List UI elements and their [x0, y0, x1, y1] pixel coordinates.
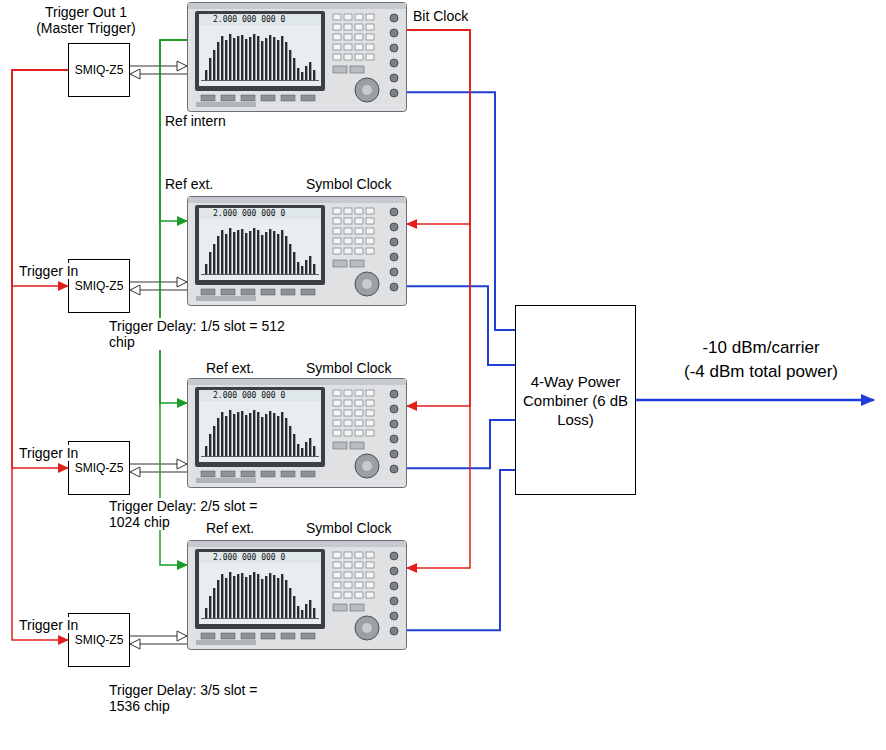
- signal-name: Ref ext.: [164, 176, 214, 192]
- box-label: 4-Way Power Combiner (6 dB Loss): [516, 368, 635, 433]
- clock-line-segment: [407, 30, 470, 568]
- signal-name: Bit Clock: [412, 8, 469, 24]
- signal-generator: 2.000 000 000 0: [187, 378, 407, 488]
- trigger-line-segment: [12, 70, 68, 286]
- control-link-segment: [130, 636, 187, 637]
- power-note: (-4 dBm total power): [640, 362, 882, 382]
- signal-generator: 2.000 000 000 0: [187, 2, 407, 112]
- clock-line: [407, 30, 470, 406]
- power-combiner: 4-Way Power Combiner (6 dB Loss): [515, 305, 636, 495]
- delay-note: Trigger Delay: 2/5 slot = 1024 chip: [108, 498, 290, 530]
- signal-name: Symbol Clock: [305, 176, 393, 192]
- control-link-segment: [130, 472, 187, 473]
- box-label: SMIQ-Z5: [75, 63, 124, 77]
- rf-cable-segment: [407, 92, 515, 330]
- signal-generator: 2.000 000 000 0: [187, 196, 407, 306]
- trigger-label: Trigger Out 1 (Master Trigger): [20, 4, 152, 36]
- rf-cable: [407, 286, 515, 365]
- signal-name: Ref ext.: [205, 520, 255, 536]
- trigger-line-segment: [12, 70, 68, 640]
- power-note: -10 dBm/carrier: [640, 338, 882, 358]
- control-link-segment: [130, 644, 187, 645]
- frequency-display: 2.000 000 000 0: [211, 391, 287, 400]
- rf-cable-segment: [407, 420, 515, 468]
- rf-cable: [407, 92, 515, 330]
- clock-line-segment: [407, 30, 470, 406]
- signal-name: Ref ext.: [205, 360, 255, 376]
- trigger-line: [12, 70, 68, 640]
- box-label: SMIQ-Z5: [75, 279, 124, 293]
- box-label: SMIQ-Z5: [75, 461, 124, 475]
- rf-cable: [407, 420, 515, 468]
- trigger-line: [12, 70, 68, 286]
- clock-line: [407, 30, 470, 224]
- signal-generator: 2.000 000 000 0: [187, 540, 407, 650]
- delay-note: Trigger Delay: 3/5 slot = 1536 chip: [108, 682, 290, 714]
- signal-name: Ref intern: [164, 113, 227, 129]
- control-link: [130, 464, 187, 472]
- frequency-display: 2.000 000 000 0: [211, 553, 287, 562]
- clock-line-segment: [407, 30, 470, 224]
- delay-note: Trigger Delay: 1/5 slot = 512 chip: [108, 318, 290, 350]
- signal-name: Trigger In: [18, 617, 79, 633]
- signal-name: Symbol Clock: [305, 520, 393, 536]
- rf-cable: [407, 470, 515, 630]
- reference-line-segment: [160, 40, 187, 221]
- control-link: [130, 636, 187, 644]
- control-link-segment: [130, 282, 187, 283]
- box-label: SMIQ-Z5: [75, 633, 124, 647]
- frequency-display: 2.000 000 000 0: [211, 209, 287, 218]
- control-link-segment: [130, 464, 187, 465]
- control-link: [130, 66, 187, 74]
- output-arrow: [629, 399, 874, 402]
- signal-name: Trigger In: [18, 263, 79, 279]
- control-link-segment: [130, 74, 187, 75]
- rf-cable-segment: [407, 470, 515, 630]
- signal-name: Trigger In: [18, 445, 79, 461]
- control-link-segment: [130, 66, 187, 67]
- control-link: [130, 282, 187, 290]
- trigger-module: SMIQ-Z5: [68, 43, 130, 97]
- clock-line: [407, 30, 470, 568]
- signal-name: Symbol Clock: [305, 360, 393, 376]
- frequency-display: 2.000 000 000 0: [211, 15, 287, 24]
- reference-line: [160, 40, 187, 221]
- control-link-segment: [130, 290, 187, 291]
- rf-cable-segment: [407, 286, 515, 365]
